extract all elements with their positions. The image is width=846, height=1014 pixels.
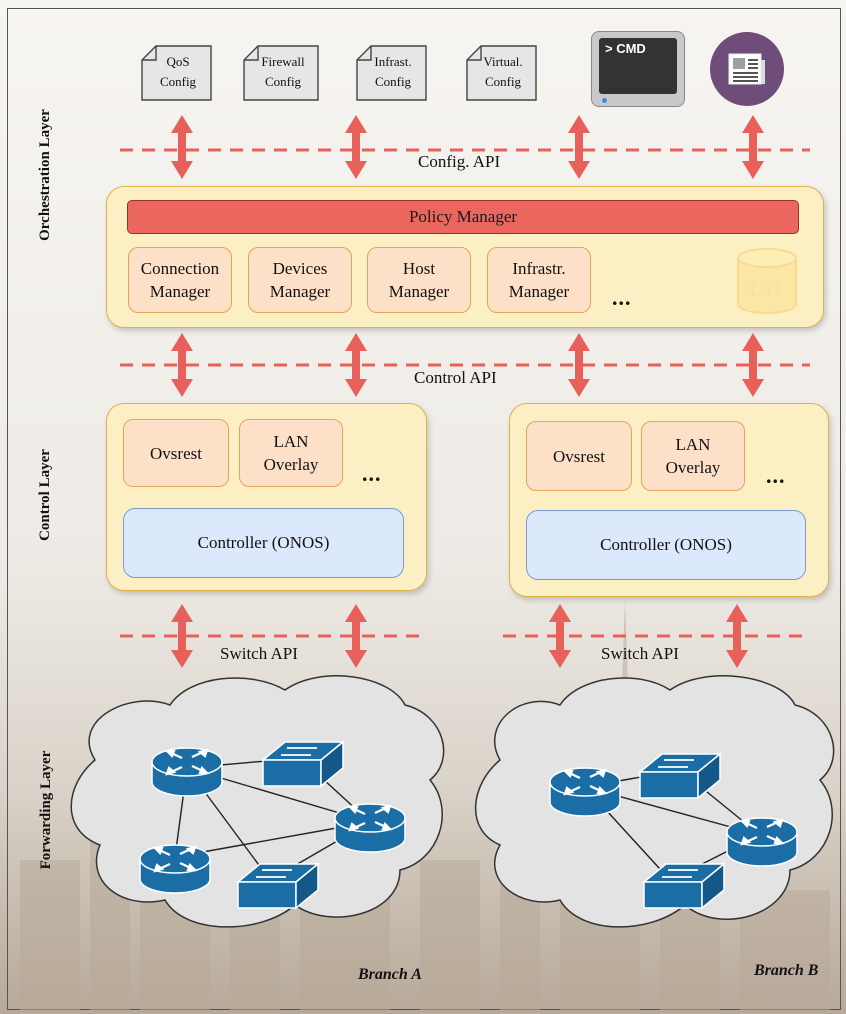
qos-config-icon: QoS Config [146, 52, 210, 92]
infrast-config-line2: Config [374, 74, 412, 89]
config-api-label: Config. API [418, 152, 501, 171]
ovsrest-left: Ovsrest [123, 419, 229, 487]
firewall-config-line2: Config [264, 74, 302, 89]
qos-config-line1: QoS [166, 54, 190, 69]
connection-manager: Connection Manager [128, 247, 232, 313]
infrastr-manager: Infrastr. Manager [487, 247, 591, 313]
database-icon: DB [736, 248, 798, 314]
database-label: DB [750, 276, 781, 301]
cmd-terminal-icon: > CMD [591, 31, 685, 107]
newspaper-icon [710, 32, 784, 106]
firewall-config-line1: Firewall [261, 54, 305, 69]
switch-api-label-a: Switch API [220, 644, 298, 663]
lan-overlay-left: LAN Overlay [239, 419, 343, 487]
orchestration-ellipsis: ... [612, 285, 632, 310]
qos-config-line2: Config [159, 74, 197, 89]
host-manager: Host Manager [367, 247, 471, 313]
virtual-config-icon: Virtual. Config [470, 52, 536, 92]
control-api-label: Control API [414, 368, 497, 387]
switch-api-label-b: Switch API [601, 644, 679, 663]
ovsrest-right: Ovsrest [526, 421, 632, 491]
cmd-terminal-screen: > CMD [599, 38, 677, 94]
router-icon-b1 [548, 766, 622, 818]
control-ellipsis-left: ... [362, 461, 382, 486]
document-icons [141, 45, 537, 101]
infrast-config-icon: Infrast. Config [360, 52, 426, 92]
devices-manager: Devices Manager [248, 247, 352, 313]
virtual-config-line1: Virtual. [483, 54, 523, 69]
virtual-config-line2: Config [484, 74, 522, 89]
cmd-terminal-label: > CMD [605, 41, 646, 56]
control-ellipsis-right: ... [766, 463, 786, 488]
controller-onos-left: Controller (ONOS) [123, 508, 404, 578]
branch-b-label: Branch B [754, 962, 819, 979]
lan-overlay-right: LAN Overlay [641, 421, 745, 491]
cmd-terminal-led [602, 98, 607, 103]
router-icon-a2 [333, 802, 407, 854]
router-icon-b2 [725, 816, 799, 868]
firewall-config-icon: Firewall Config [248, 52, 318, 92]
router-icon-a3 [138, 843, 212, 895]
router-icon-a1 [150, 746, 224, 798]
infrast-config-line1: Infrast. [374, 54, 412, 69]
policy-manager: Policy Manager [127, 200, 799, 234]
branch-a-label: Branch A [358, 966, 422, 983]
controller-onos-right: Controller (ONOS) [526, 510, 806, 580]
